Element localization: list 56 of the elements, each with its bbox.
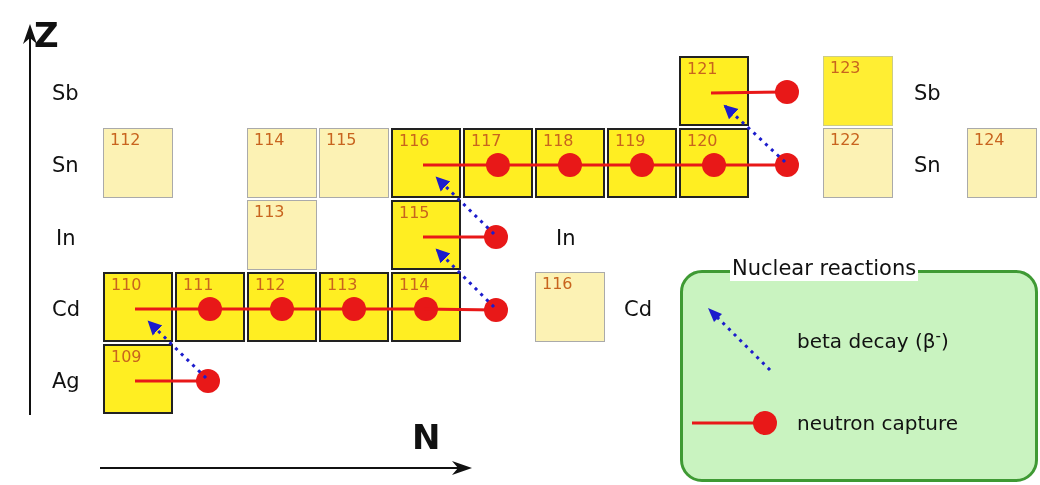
mass-number: 114 — [254, 130, 285, 150]
element-label: Cd — [52, 296, 80, 322]
element-label: Sb — [914, 80, 941, 106]
beta-decay-arrow — [435, 176, 496, 236]
legend-text: neutron capture — [797, 410, 959, 436]
nuclide-cell — [103, 344, 173, 414]
mass-number: 123 — [830, 58, 861, 78]
mass-number: 112 — [255, 275, 286, 295]
mass-number: 118 — [543, 131, 574, 151]
neutron-capture-line — [135, 297, 222, 321]
nuclide-cell — [391, 128, 461, 198]
nuclide-cell — [247, 128, 317, 198]
mass-number: 113 — [254, 202, 285, 222]
mass-number: 115 — [326, 130, 357, 150]
neutron-capture-line — [423, 153, 510, 177]
element-label: In — [556, 225, 576, 251]
nuclide-cell — [967, 128, 1037, 198]
neutron-capture-line — [423, 225, 508, 249]
nuclide-cell — [391, 200, 461, 270]
mass-number: 114 — [399, 275, 430, 295]
nuclide-cell — [103, 128, 173, 198]
nuclide-cell — [103, 272, 173, 342]
axis-label: Z — [34, 16, 59, 54]
nuclide-cell — [535, 272, 605, 342]
mass-number: 122 — [830, 130, 861, 150]
legend-text: beta decay (β$^{-}$) — [797, 328, 949, 354]
mass-number: 119 — [615, 131, 646, 151]
neutron-capture-line — [710, 80, 799, 104]
beta-decay-arrow — [723, 104, 787, 164]
nuclide-cell — [823, 56, 893, 126]
mass-number: 111 — [183, 275, 214, 295]
mass-number: 116 — [542, 274, 573, 294]
mass-number: 112 — [110, 130, 141, 150]
element-label: Cd — [624, 296, 652, 322]
nuclide-cell — [319, 128, 389, 198]
axis-label: N — [412, 418, 441, 456]
beta-decay-arrow — [147, 320, 208, 380]
mass-number: 116 — [399, 131, 430, 151]
element-label: Ag — [52, 368, 80, 394]
beta-decay-arrow — [435, 248, 496, 309]
element-label: Sn — [52, 152, 79, 178]
mass-number: 117 — [471, 131, 502, 151]
element-label: Sb — [52, 80, 79, 106]
mass-number: 124 — [974, 130, 1005, 150]
mass-number: 121 — [687, 59, 718, 79]
nuclide-cell — [247, 200, 317, 270]
mass-number: 120 — [687, 131, 718, 151]
element-label: In — [56, 225, 76, 251]
nuclide-cell — [679, 56, 749, 126]
mass-number: 115 — [399, 203, 430, 223]
neutron-capture-line — [135, 369, 220, 393]
element-label: Sn — [914, 152, 941, 178]
mass-number: 109 — [111, 347, 142, 367]
mass-number: 110 — [111, 275, 142, 295]
mass-number: 113 — [327, 275, 358, 295]
nuclide-cell — [823, 128, 893, 198]
